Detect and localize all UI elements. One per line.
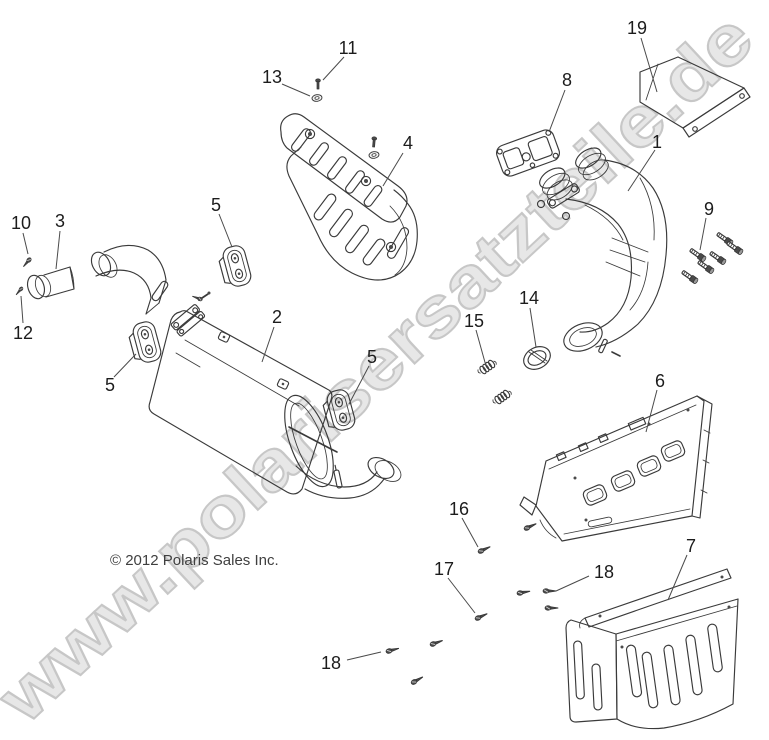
callout-12: 12	[13, 323, 33, 343]
part-muffler-drawing	[90, 244, 402, 499]
part-seal-ring-drawing	[523, 346, 551, 370]
callout-5-b: 5	[105, 375, 115, 395]
callout-18-a: 18	[594, 562, 614, 582]
callout-7: 7	[686, 536, 696, 556]
part-rear-heat-shield-drawing	[565, 568, 739, 730]
part-exhaust-tip-drawing	[26, 266, 75, 300]
callout-11: 11	[339, 38, 358, 58]
callout-8: 8	[562, 70, 572, 90]
part-hanger-clamp-1-drawing	[215, 243, 254, 291]
part-heat-shield-louvered-drawing	[280, 113, 418, 281]
copyright-text: © 2012 Polaris Sales Inc.	[110, 552, 279, 569]
callout-13: 13	[262, 67, 282, 87]
part-side-heat-shield-drawing	[519, 395, 713, 542]
callout-17: 17	[434, 559, 454, 579]
callout-leader-lines	[20, 37, 707, 661]
callout-16: 16	[449, 499, 469, 519]
part-spring-1-drawing	[475, 357, 499, 377]
callout-19: 19	[627, 18, 647, 38]
callout-18-b: 18	[321, 653, 341, 673]
part-spring-2-drawing	[490, 387, 514, 407]
callout-2: 2	[272, 307, 282, 327]
callout-labels: 1 2 3 4 5 5 5 6 7 8 9 10 11 12 13 14 15 …	[11, 18, 714, 673]
part-manifold-gasket-drawing	[496, 129, 560, 177]
callout-9: 9	[704, 199, 714, 219]
callout-1: 1	[652, 132, 662, 152]
callout-4: 4	[403, 133, 413, 153]
callout-14: 14	[519, 288, 539, 308]
callout-3: 3	[55, 211, 65, 231]
callout-15: 15	[464, 311, 484, 331]
callout-10: 10	[11, 213, 31, 233]
callout-5-a: 5	[211, 195, 221, 215]
part-exhaust-header-pipe-drawing	[536, 147, 668, 357]
callout-5-c: 5	[367, 347, 377, 367]
callout-6: 6	[655, 371, 665, 391]
part-bolts-drawing	[680, 230, 745, 285]
part-bracket-drawing	[639, 56, 751, 138]
